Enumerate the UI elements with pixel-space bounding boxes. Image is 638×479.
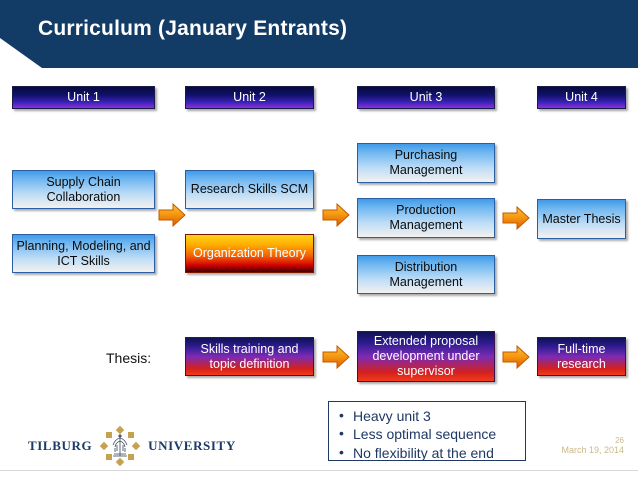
course-box-production-management: Production Management — [357, 198, 495, 238]
course-label: Research Skills SCM — [190, 182, 309, 197]
arrow-thesis-step1-to-step2 — [322, 344, 350, 370]
logo-word-left: TILBURG — [28, 438, 93, 453]
arrow-thesis-step2-to-step3 — [502, 344, 530, 370]
slide-date: March 19, 2014 — [561, 445, 624, 455]
course-box-planning-modeling-ict: Planning, Modeling, and ICT Skills — [12, 234, 155, 273]
thesis-step-extended-proposal: Extended proposal development under supe… — [357, 331, 495, 382]
unit-header-3-label: Unit 3 — [409, 90, 443, 105]
course-box-research-skills-scm: Research Skills SCM — [185, 170, 314, 209]
thesis-step-full-time-research: Full-time research — [537, 337, 626, 376]
footer-divider — [0, 470, 638, 471]
issues-list: Heavy unit 3 Less optimal sequence No fl… — [337, 406, 517, 462]
unit-header-4: Unit 4 — [537, 86, 626, 109]
course-label: Distribution Management — [389, 259, 463, 289]
logo-word-right: UNIVERSITY — [148, 438, 236, 453]
unit-header-3: Unit 3 — [357, 86, 495, 109]
course-box-supply-chain-collaboration: Supply Chain Collaboration — [12, 170, 155, 209]
course-box-master-thesis: Master Thesis — [537, 199, 626, 239]
course-label: Production Management — [389, 203, 463, 232]
thesis-row-label: Thesis: — [106, 350, 152, 366]
course-label: Organization Theory — [192, 246, 307, 261]
slide-number: 26 — [615, 436, 624, 445]
arrow-unit3-to-unit4 — [502, 205, 530, 231]
unit-header-4-label: Unit 4 — [565, 90, 598, 105]
arrow-unit1-to-unit2 — [158, 202, 186, 228]
list-item: No flexibility at the end — [337, 443, 517, 462]
course-label: Purchasing Management — [389, 148, 463, 177]
thesis-step-label: Skills training and topic definition — [200, 341, 299, 371]
arrow-unit2-to-unit3 — [322, 202, 350, 228]
tilburg-university-logo: TILBURG — [28, 424, 236, 468]
tilburg-crest-icon — [98, 424, 142, 468]
course-label: Planning, Modeling, and ICT Skills — [16, 238, 151, 268]
unit-header-1-label: Unit 1 — [67, 90, 100, 105]
course-label: Supply Chain Collaboration — [46, 174, 121, 204]
course-box-organization-theory: Organization Theory — [185, 234, 314, 273]
slide-header: Curriculum (January Entrants) — [0, 0, 638, 68]
unit-header-2: Unit 2 — [185, 86, 314, 109]
thesis-step-skills-training: Skills training and topic definition — [185, 337, 314, 376]
header-corner-cut — [0, 38, 42, 68]
issues-callout: Heavy unit 3 Less optimal sequence No fl… — [328, 401, 526, 462]
thesis-step-label: Full-time research — [557, 341, 606, 371]
course-box-purchasing-management: Purchasing Management — [357, 143, 495, 183]
course-label: Master Thesis — [542, 211, 621, 226]
unit-header-2-label: Unit 2 — [233, 90, 266, 105]
list-item: Less optimal sequence — [337, 424, 517, 443]
course-box-distribution-management: Distribution Management — [357, 255, 495, 294]
thesis-step-label: Extended proposal development under supe… — [372, 334, 480, 378]
list-item: Heavy unit 3 — [337, 406, 517, 425]
unit-header-1: Unit 1 — [12, 86, 155, 109]
page-title: Curriculum (January Entrants) — [38, 17, 348, 40]
